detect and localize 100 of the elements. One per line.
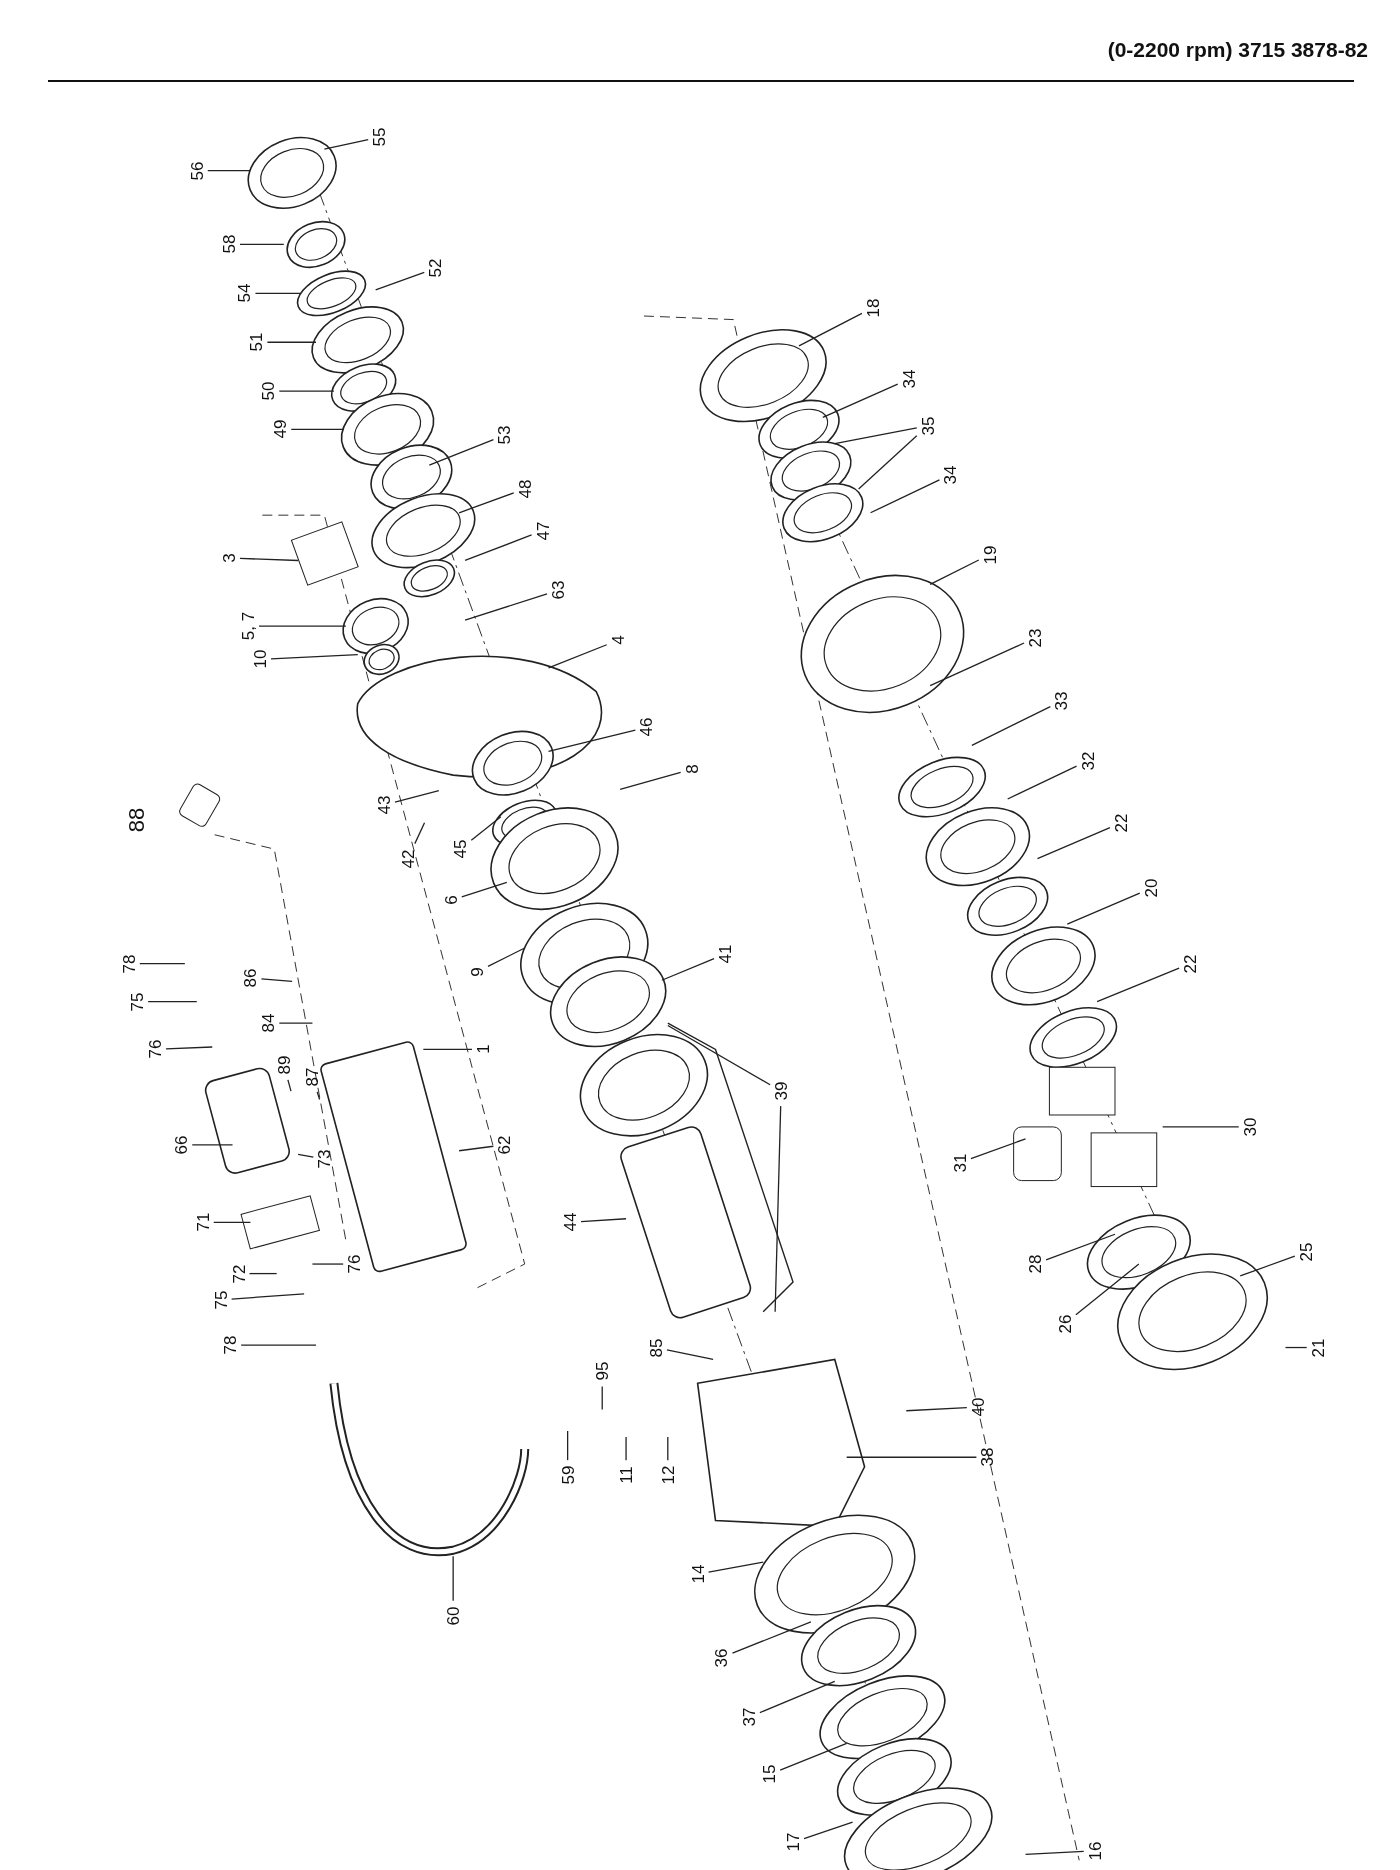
callout-number: 18 — [863, 297, 883, 319]
leader-line — [191, 1144, 234, 1146]
leader-line — [207, 169, 252, 172]
callout-number: 35 — [918, 415, 938, 437]
callout-number: 3 — [219, 552, 239, 564]
leader-line — [470, 816, 502, 841]
callout-number: 20 — [1141, 877, 1161, 899]
callout-number: 78 — [119, 953, 139, 974]
leader-line — [774, 1105, 782, 1313]
leader-line — [1075, 1263, 1140, 1316]
leader-line — [547, 729, 636, 752]
leader-line — [139, 962, 186, 965]
leader-line — [1284, 1346, 1308, 1349]
callout-number: 62 — [494, 1134, 514, 1156]
leader-line — [1007, 765, 1078, 800]
callout-number: 53 — [494, 424, 514, 446]
leader-line — [971, 705, 1051, 746]
leader-line — [857, 435, 918, 490]
leader-line — [414, 822, 426, 845]
callout-number: 89 — [274, 1054, 294, 1076]
callout-number: 41 — [715, 943, 735, 965]
leader-line — [278, 390, 335, 392]
callout-number: 47 — [533, 520, 553, 542]
leader-line — [667, 1024, 771, 1086]
leader-line — [458, 1145, 495, 1152]
callout-number: 46 — [636, 716, 656, 738]
callout-number: 16 — [1085, 1840, 1105, 1862]
callout-number: 50 — [258, 380, 278, 402]
callout-number: 23 — [1025, 627, 1045, 649]
leader-line — [258, 625, 347, 627]
leader-line — [619, 771, 682, 791]
leader-line — [929, 642, 1025, 687]
leader-line — [666, 1349, 714, 1361]
callout-number: 54 — [234, 282, 254, 304]
callout-number: 34 — [940, 464, 960, 486]
leader-line — [464, 593, 548, 621]
callout-number: 49 — [270, 418, 290, 440]
leader-line — [707, 1561, 764, 1573]
callout-number: 4 — [608, 634, 628, 647]
leader-line — [297, 1153, 314, 1158]
leader-line — [1066, 892, 1141, 925]
leader-line — [846, 1456, 978, 1458]
callout-number: 12 — [658, 1464, 678, 1486]
callout-number: 66 — [171, 1134, 191, 1156]
leader-line — [487, 947, 526, 968]
leader-line — [661, 957, 715, 981]
callout-number: 37 — [739, 1706, 759, 1728]
leader-line — [266, 341, 317, 343]
leader-line — [779, 1742, 848, 1771]
leader-line — [822, 383, 899, 419]
callout-number: 76 — [145, 1038, 165, 1060]
leader-line — [547, 644, 608, 669]
callout-number: 59 — [558, 1464, 578, 1486]
callout-number: 85 — [646, 1337, 666, 1358]
leader-line — [290, 428, 345, 430]
leader-line — [422, 1048, 473, 1051]
leader-line — [667, 1436, 669, 1461]
leader-line — [270, 654, 359, 660]
leader-line — [905, 1407, 968, 1412]
callout-number: 51 — [246, 331, 266, 353]
leader-line — [461, 881, 508, 898]
callout-number: 58 — [219, 234, 239, 255]
callout-number: 34 — [899, 368, 919, 390]
leader-line — [375, 271, 425, 291]
callout-number: 84 — [258, 1012, 278, 1034]
callout-number: 43 — [374, 794, 394, 816]
callout-number: 52 — [425, 257, 445, 279]
callout-number: 75 — [127, 991, 147, 1013]
callout-number: 42 — [398, 848, 418, 870]
leader-line — [580, 1218, 627, 1223]
leader-line — [213, 1221, 252, 1223]
leader-line — [1096, 967, 1180, 1003]
callout-number: 32 — [1078, 750, 1098, 772]
callout-number: 1 — [473, 1043, 493, 1056]
callout-number: 78 — [220, 1334, 240, 1356]
callout-number: 9 — [467, 966, 487, 978]
callout-number: 75 — [211, 1289, 231, 1311]
callout-number: 22 — [1111, 812, 1131, 834]
leader-line — [165, 1046, 213, 1050]
leader-line — [567, 1430, 569, 1461]
callout-number: 11 — [616, 1465, 636, 1485]
leader-line — [428, 439, 495, 466]
leader-line — [731, 1621, 812, 1654]
callout-number: 6 — [441, 894, 461, 907]
leader-line — [394, 790, 440, 803]
callout-number: 45 — [450, 838, 470, 860]
leader-line — [260, 978, 293, 983]
callout-number: 63 — [548, 579, 568, 601]
leader-line — [287, 1079, 292, 1092]
callout-number: 33 — [1051, 690, 1071, 712]
leader-line — [1045, 1233, 1116, 1261]
callout-number: 87 — [302, 1066, 322, 1088]
callout-number: 39 — [771, 1080, 791, 1102]
callout-number: 60 — [443, 1605, 463, 1627]
leader-line — [254, 292, 302, 294]
callout-number: 38 — [977, 1446, 997, 1468]
leader-line — [803, 1821, 854, 1840]
callout-number: 48 — [515, 478, 535, 500]
callout-number: 22 — [1180, 953, 1200, 974]
leader-line — [1036, 826, 1111, 860]
